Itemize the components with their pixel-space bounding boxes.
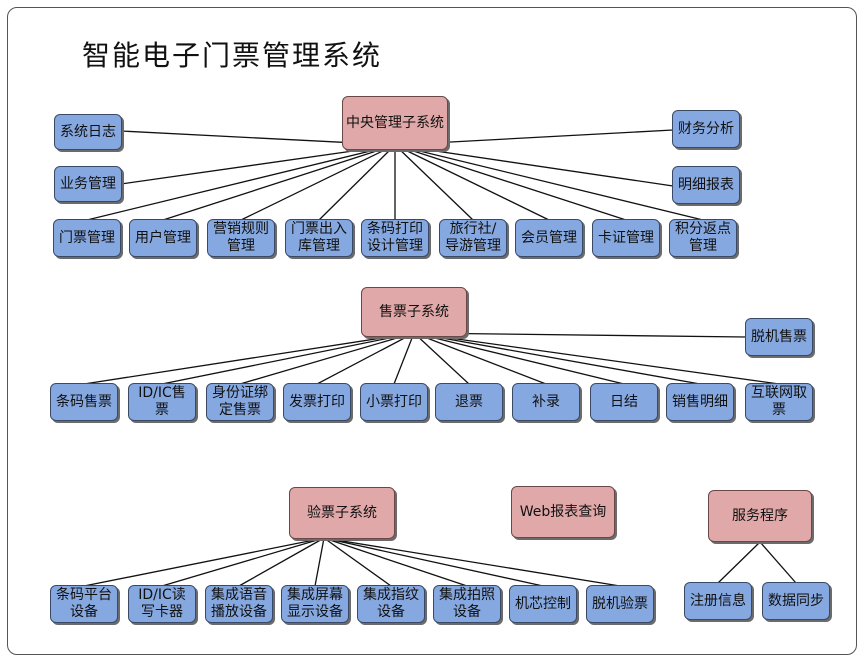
connector-line — [413, 332, 747, 338]
central-left-node-1: 业务管理 — [54, 166, 122, 202]
connector-line — [120, 144, 396, 185]
service-bottom-node-1: 数据同步 — [762, 582, 830, 620]
connector-line — [394, 144, 474, 221]
sales-bottom-node-2: 身份证绑 定售票 — [206, 383, 274, 421]
connector-line — [314, 537, 325, 587]
connector-line — [413, 332, 780, 385]
connector-line — [162, 144, 396, 221]
central-right-node-1: 明细报表 — [672, 166, 740, 204]
sales-root-node: 售票子系统 — [361, 287, 467, 337]
connector-line — [238, 537, 325, 587]
central-bottom-node-3: 门票出入 库管理 — [285, 219, 353, 257]
sales-bottom-node-8: 销售明细 — [666, 383, 734, 421]
sales-bottom-node-0: 条码售票 — [50, 383, 118, 421]
check-bottom-node-4: 集成指纹 设备 — [357, 585, 425, 623]
connector-line — [413, 332, 701, 385]
sales-bottom-node-3: 发票打印 — [283, 383, 351, 421]
check-bottom-node-6: 机芯控制 — [509, 585, 577, 623]
central-bottom-node-0: 门票管理 — [53, 219, 121, 257]
connector-line — [323, 537, 621, 587]
connector-line — [83, 332, 415, 385]
central-bottom-node-5: 旅行社/ 导游管理 — [439, 219, 507, 257]
central-bottom-node-1: 用户管理 — [129, 219, 197, 257]
check-root-node: 验票子系统 — [289, 487, 395, 539]
sales-bottom-node-1: ID/IC售 票 — [128, 383, 196, 421]
diagram-title: 智能电子门票管理系统 — [82, 39, 383, 72]
connector-line — [83, 537, 325, 587]
central-bottom-node-2: 营销规则 管理 — [207, 219, 275, 257]
connector-line — [161, 332, 415, 385]
sales-right-node-0: 脱机售票 — [745, 318, 813, 356]
sales-bottom-node-9: 互联网取 票 — [745, 383, 813, 421]
central-bottom-node-4: 条码打印 设计管理 — [361, 219, 429, 257]
connector-line — [394, 144, 550, 221]
connector-line — [759, 541, 797, 584]
service-root-node: 服务程序 — [708, 490, 812, 542]
connector-line — [323, 537, 392, 587]
connector-line — [239, 332, 415, 385]
connector-line — [413, 332, 470, 385]
connector-line — [413, 332, 547, 385]
sales-bottom-node-4: 小票打印 — [360, 383, 428, 421]
sales-bottom-node-6: 补录 — [512, 383, 580, 421]
central-bottom-node-8: 积分返点 管理 — [669, 219, 737, 257]
check-bottom-node-7: 脱机验票 — [586, 585, 654, 623]
connector-line — [717, 541, 761, 584]
web-report-node: Web报表查询 — [511, 486, 615, 538]
connector-line — [393, 332, 415, 385]
sales-bottom-node-5: 退票 — [435, 383, 503, 421]
connector-line — [323, 537, 544, 587]
connector-line — [240, 144, 396, 221]
central-left-node-0: 系统日志 — [54, 114, 122, 150]
connector-line — [318, 144, 396, 221]
central-root-node: 中央管理子系统 — [342, 96, 448, 150]
check-bottom-node-0: 条码平台 设备 — [50, 585, 118, 623]
connector-line — [323, 537, 468, 587]
central-right-node-0: 财务分析 — [672, 110, 740, 148]
sales-bottom-node-7: 日结 — [590, 383, 658, 421]
check-bottom-node-2: 集成语音 播放设备 — [205, 585, 273, 623]
connector-line — [413, 332, 625, 385]
connector-line — [86, 144, 396, 221]
central-bottom-node-6: 会员管理 — [515, 219, 583, 257]
central-bottom-node-7: 卡证管理 — [592, 219, 660, 257]
check-bottom-node-5: 集成拍照 设备 — [433, 585, 501, 623]
connector-line — [161, 537, 325, 587]
check-bottom-node-3: 集成屏幕 显示设备 — [281, 585, 349, 623]
service-bottom-node-0: 注册信息 — [684, 582, 752, 620]
connector-line — [316, 332, 415, 385]
connector-line — [394, 144, 674, 187]
check-bottom-node-1: ID/IC读 写卡器 — [128, 585, 196, 623]
connector-line — [394, 144, 627, 221]
connector-line — [394, 144, 704, 221]
